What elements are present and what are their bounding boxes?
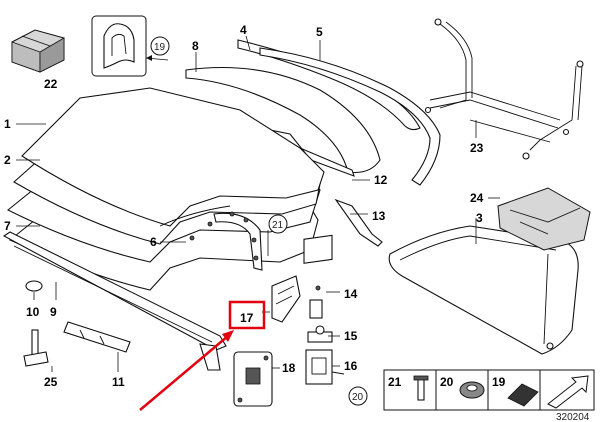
callout-22: 22	[44, 77, 58, 91]
drawing-number: 320204	[556, 412, 590, 422]
circled-callout-21: 21	[268, 214, 288, 234]
svg-text:20: 20	[352, 392, 364, 403]
rivet-icon	[413, 375, 429, 401]
callout-11: 11	[112, 375, 125, 389]
leader-lines	[16, 35, 500, 372]
part-15-hinge	[307, 325, 333, 343]
legend-number-20: 20	[440, 375, 454, 389]
part-11-bracket	[63, 321, 131, 353]
legend-number-19: 19	[492, 375, 506, 389]
callout-1: 1	[4, 117, 11, 131]
part-25-stud	[23, 329, 49, 367]
callout-4: 4	[240, 23, 247, 37]
callout-15: 15	[344, 329, 358, 343]
svg-text:21: 21	[272, 220, 284, 231]
part-seal-rails	[185, 39, 441, 186]
part-22-foam-block	[11, 29, 65, 73]
pad-icon	[507, 383, 539, 407]
part-19-detail	[91, 15, 169, 77]
callout-9: 9	[50, 305, 57, 319]
part-3-rear-shelf	[388, 225, 579, 355]
callout-17: 17	[240, 311, 254, 325]
legend-box: 21 20 19	[383, 369, 595, 411]
part-23-frame	[424, 18, 584, 160]
part-10-bolt	[25, 280, 43, 292]
arrow-symbol-icon	[547, 375, 589, 409]
nut-icon	[459, 381, 485, 399]
callout-14: 14	[344, 287, 358, 301]
callout-13: 13	[372, 209, 386, 223]
legend-number-21: 21	[388, 375, 402, 389]
red-pointer-arrow	[139, 330, 234, 411]
callout-25: 25	[44, 375, 58, 389]
callout-23: 23	[470, 141, 484, 155]
callout-18: 18	[282, 361, 296, 375]
part-hardtop-shells	[6, 87, 325, 291]
callout-6: 6	[150, 235, 157, 249]
callout-labels: 1 2 7 8 4 5 12 13 23 24 3 6 9 10 11 25 1…	[4, 23, 484, 389]
part-24-cushion	[497, 187, 591, 251]
callout-16: 16	[344, 359, 358, 373]
highlight-part-17: 17	[228, 300, 266, 330]
callout-10: 10	[26, 305, 40, 319]
part-17-clip	[271, 275, 301, 323]
svg-text:19: 19	[154, 42, 166, 53]
callout-12: 12	[374, 173, 388, 187]
callout-24: 24	[470, 191, 484, 205]
part-16-lock	[305, 349, 345, 385]
callout-8: 8	[192, 39, 199, 53]
part-13-strip	[334, 198, 383, 247]
callout-7: 7	[4, 219, 11, 233]
part-14-bracket	[303, 234, 333, 319]
callout-5: 5	[316, 25, 323, 39]
circled-callout-20: 20	[348, 386, 368, 406]
circled-callout-19: 19	[150, 36, 170, 56]
callout-2: 2	[4, 153, 11, 167]
callout-3: 3	[476, 211, 483, 225]
part-18-plate	[233, 351, 273, 407]
